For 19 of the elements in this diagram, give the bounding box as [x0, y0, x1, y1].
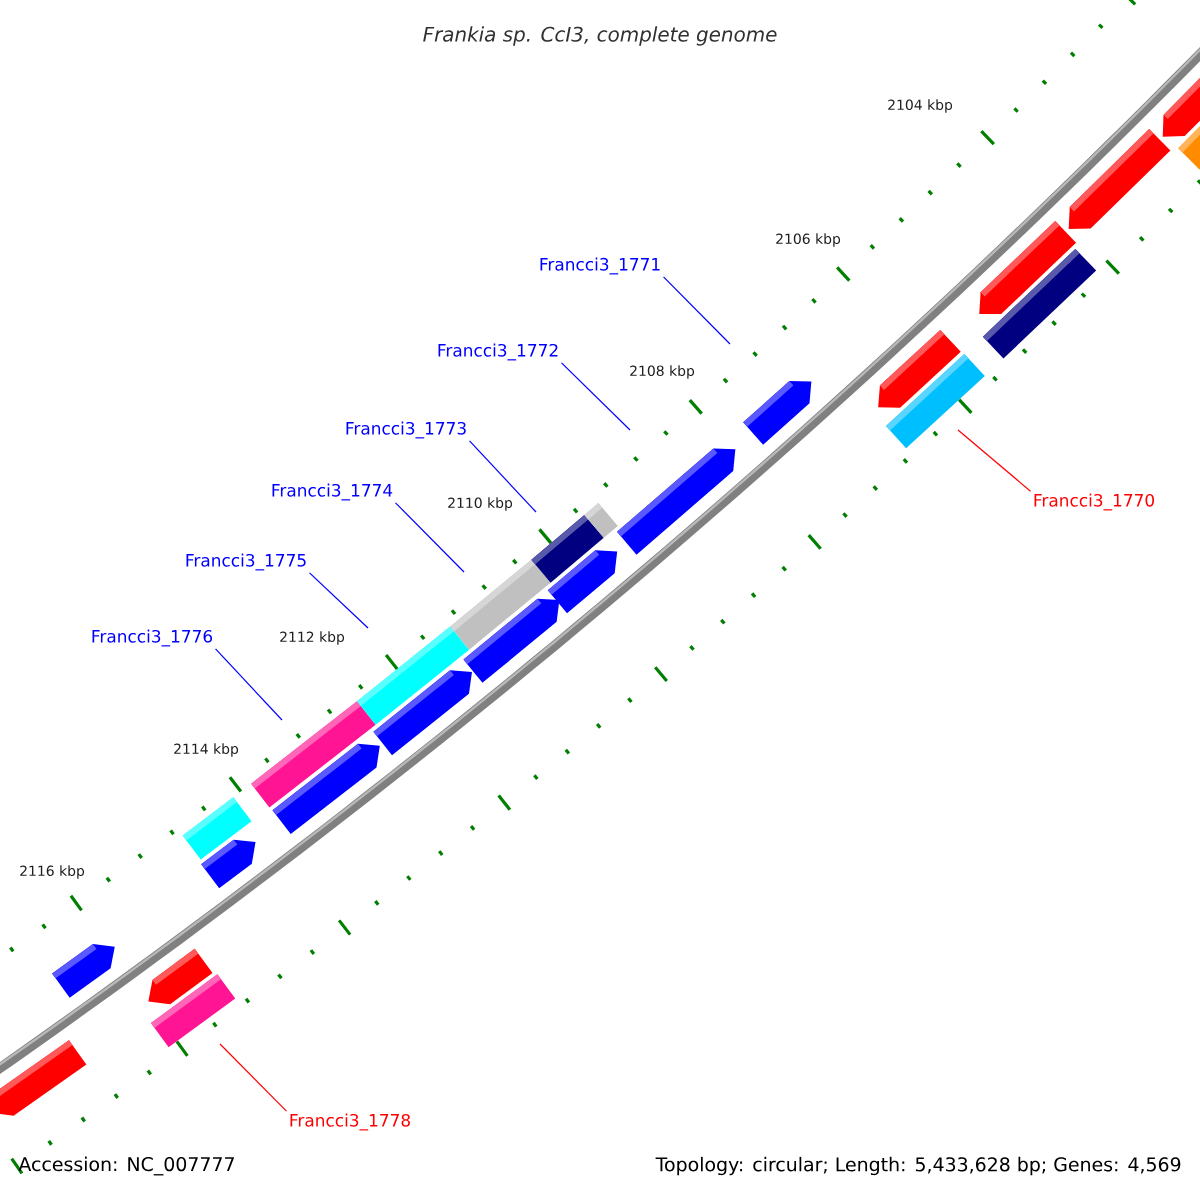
- leader-line: [219, 1043, 288, 1112]
- leader-line: [957, 429, 1032, 492]
- leader-line: [394, 502, 465, 573]
- gene-label: Francci3_1775: [186, 553, 306, 571]
- leader-line: [214, 648, 283, 721]
- leader-line: [662, 276, 731, 345]
- gene-label: Francci3_1774: [272, 483, 393, 501]
- leader-line: [560, 362, 631, 431]
- gene-label: Francci3_1772: [438, 343, 558, 361]
- gene-label: Francci3_1776: [92, 629, 213, 647]
- gene-label: Francci3_1771: [540, 257, 660, 275]
- gene-label: Francci3_1778: [290, 1113, 410, 1131]
- title: Frankia sp. CcI3, complete genome: [423, 26, 777, 46]
- footer-text: Topology: circular; Length: 5,433,628 bp; Genes: 4,569: [655, 1156, 1181, 1176]
- gene-label: Francci3_1773: [346, 421, 466, 439]
- leader-line: [308, 572, 369, 629]
- gene-label: Francci3_1770: [1034, 493, 1155, 511]
- footer-text: Accession: NC_007777: [18, 1156, 234, 1176]
- leader-line: [468, 440, 537, 513]
